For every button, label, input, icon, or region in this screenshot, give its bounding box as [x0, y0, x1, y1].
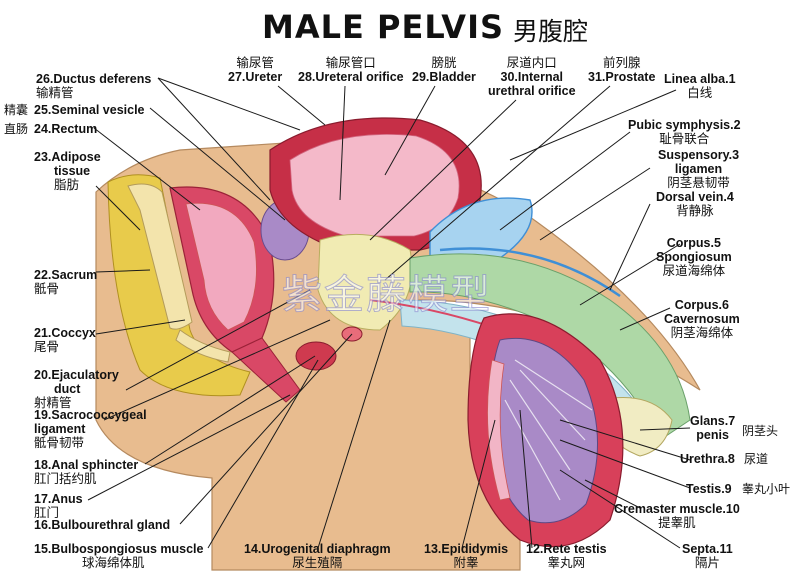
- label-testis-cn: 睾丸小叶: [742, 482, 791, 496]
- label-testis: Testis.9: [686, 482, 732, 496]
- label-urethra: Urethra.8: [680, 452, 735, 466]
- label-glans-penis-cn: 阴茎头: [742, 424, 779, 438]
- label-seminal-vesicle: 25.Seminal vesicle: [34, 103, 145, 117]
- page-title: MALE PELVIS: [262, 8, 505, 46]
- label-rectum: 24.Rectum: [34, 122, 98, 136]
- label-urethra-cn: 尿道: [744, 452, 769, 466]
- page-title-cn: 男腹腔: [513, 17, 589, 46]
- bulbourethral-gland: [341, 326, 363, 342]
- watermark-text: 紫金藤模型: [282, 272, 492, 319]
- label-seminal-vesicle-cn: 精囊: [4, 103, 29, 117]
- label-rectum-cn: 直肠: [4, 122, 29, 136]
- bulbospongiosus-muscle: [295, 341, 337, 371]
- label-bulbourethral-gland: 16.Bulbourethral gland: [34, 518, 171, 532]
- bladder-mucosa: [289, 134, 460, 237]
